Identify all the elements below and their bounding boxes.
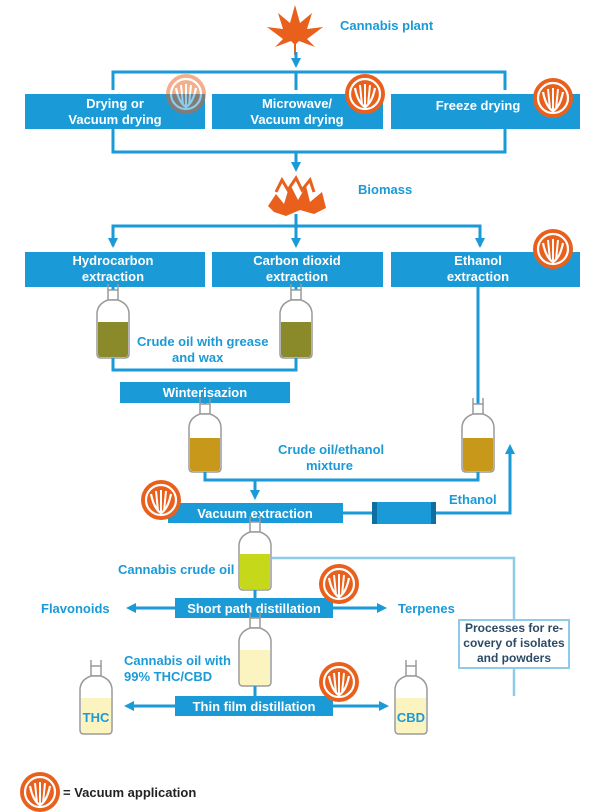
cannabis-oil-line1: Cannabis oil with [124,653,231,668]
co2-extraction-box [212,252,383,287]
freeze-drying-label: Freeze drying [436,98,521,113]
microwave-line1: Microwave/ [262,96,332,111]
crude-oil-grease-line1: Crude oil with grease [137,334,268,349]
condenser-icon [372,502,436,524]
flask-icon [79,659,113,735]
drying-line2: Vacuum drying [68,112,161,127]
thin-film-label: Thin film distillation [193,699,316,714]
recovery-line1: Processes for re- [465,621,563,635]
flask-icon [461,397,495,473]
crude-oil-grease-line2: and wax [172,350,224,365]
crude-oil-ethanol-line2: mixture [306,458,353,473]
vacuum-application-icon [343,72,387,116]
crude-oil-ethanol-line1: Crude oil/ethanol [278,442,384,457]
ethanol-label: Ethanol [449,492,497,507]
legend-vacuum-icon [18,770,62,812]
flask-icon [238,611,272,687]
cbd-label: CBD [397,710,425,725]
cannabis-leaf-icon [267,5,323,55]
hydrocarbon-line2: extraction [82,269,144,284]
vacuum-extraction-box [168,503,343,523]
flask-icon [188,397,222,473]
ethanol-line1: Ethanol [454,253,502,268]
cannabis-crude-oil-label: Cannabis crude oil [118,562,234,577]
cannabis-oil-line2: 99% THC/CBD [124,669,212,684]
winterisation-label: Winterisazion [163,385,247,400]
co2-line2: extraction [266,269,328,284]
flask-icon [238,515,272,591]
short-path-box [175,598,333,618]
thin-film-box [175,696,333,716]
thc-label: THC [83,710,110,725]
vacuum-application-icon [531,76,575,120]
recovery-line2: covery of isolates [463,636,565,650]
vacuum-application-icon [164,72,208,116]
flavonoids-label: Flavonoids [41,601,110,616]
biomass-leaves-icon [268,175,326,216]
recovery-box [458,619,570,669]
plant-label: Cannabis plant [340,18,434,33]
vacuum-extraction-label: Vacuum extraction [197,506,313,521]
flask-icon [96,283,130,359]
vacuum-application-icon [139,478,183,522]
hydrocarbon-extraction-box [25,252,205,287]
hydrocarbon-line1: Hydrocarbon [73,253,154,268]
vacuum-application-icon [317,562,361,606]
vacuum-application-icon [317,660,361,704]
recovery-line3: and powders [477,651,551,665]
legend-label: = Vacuum application [63,785,196,800]
terpenes-label: Terpenes [398,601,455,616]
flask-icon [394,659,428,735]
vacuum-application-icon [531,227,575,271]
ethanol-line2: extraction [447,269,509,284]
microwave-line2: Vacuum drying [250,112,343,127]
flask-icon [279,283,313,359]
biomass-label: Biomass [358,182,412,197]
drying-line1: Drying or [86,96,144,111]
short-path-label: Short path distillation [187,601,321,616]
winterisation-box [120,382,290,403]
co2-line1: Carbon dioxid [253,253,340,268]
